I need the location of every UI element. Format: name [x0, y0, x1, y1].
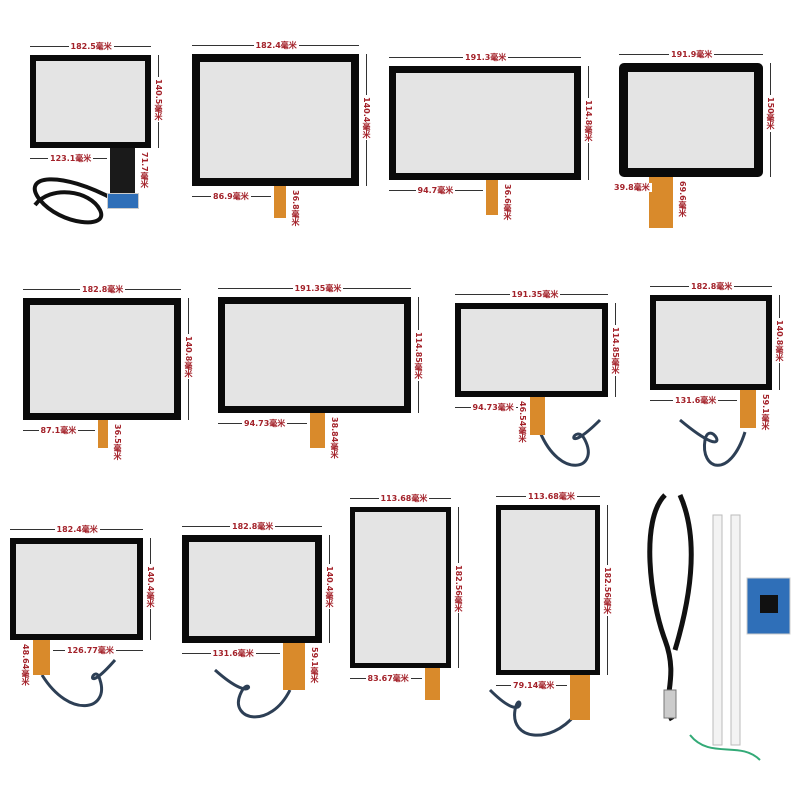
fpc-connector [33, 640, 50, 675]
touch-panel [192, 54, 359, 186]
fpc-connector [98, 420, 108, 448]
usb-cable-accessory-icon [647, 493, 694, 722]
offset-label: 87.1毫米 [38, 426, 79, 435]
offset-label: 39.8毫米 [612, 183, 652, 192]
width-label: 182.4毫米 [54, 525, 100, 534]
width-label: 191.35毫米 [292, 284, 344, 293]
touch-glass [355, 512, 446, 663]
height-label: 114.8毫米 [584, 98, 593, 144]
height-label: 182.56毫米 [454, 562, 463, 614]
touch-panel [182, 535, 322, 643]
height-label: 140.4毫米 [146, 564, 155, 610]
usb-cable-icon [538, 418, 602, 467]
fpc-connector [486, 180, 498, 215]
offset-label: 126.77毫米 [65, 646, 116, 655]
width-label: 113.68毫米 [378, 494, 430, 503]
offset-label: 83.67毫米 [365, 674, 411, 683]
fpc-connector [740, 390, 756, 428]
height-label: 140.4毫米 [362, 95, 371, 141]
controller-board [107, 193, 139, 209]
fpc-connector [425, 668, 440, 700]
offset-label: 94.73毫米 [470, 403, 516, 412]
touch-panel [350, 507, 451, 668]
offset-label: 131.6毫米 [210, 649, 256, 658]
ffc-ribbon-icon [712, 514, 723, 746]
touch-panel [455, 303, 608, 397]
touch-glass [189, 542, 315, 636]
width-label: 182.8毫米 [80, 285, 126, 294]
tail-length-label: 36.6毫米 [503, 182, 512, 222]
touch-glass [30, 305, 174, 413]
offset-label: 123.1毫米 [48, 154, 94, 163]
touch-glass [461, 309, 602, 391]
touch-glass [200, 62, 351, 178]
tail-length-label: 48.64毫米 [21, 642, 30, 688]
height-label: 140.8毫米 [184, 334, 193, 380]
touch-glass [36, 61, 145, 142]
height-label: 114.85毫米 [414, 330, 423, 381]
usb-cable-icon [40, 659, 117, 708]
usb-plug-icon [663, 689, 677, 719]
touch-panel [23, 298, 181, 420]
fpc-connector [274, 186, 286, 218]
offset-label: 86.9毫米 [211, 192, 251, 201]
width-label: 182.8毫米 [230, 522, 276, 531]
tail-length-label: 46.54毫米 [518, 399, 527, 445]
fpc-connector [310, 413, 325, 448]
height-label: 150毫米 [766, 95, 775, 132]
tail-length-label: 59.1毫米 [761, 392, 770, 432]
width-label: 182.8毫米 [689, 282, 735, 291]
touch-panel [619, 63, 763, 177]
touch-glass [628, 72, 754, 168]
touch-glass [225, 304, 404, 406]
tail-length-label: 71.7毫米 [140, 150, 149, 190]
tail-length-label: 59.1毫米 [310, 645, 319, 685]
touch-panel [496, 505, 600, 675]
height-label: 114.85毫米 [611, 325, 620, 376]
width-label: 182.5毫米 [68, 42, 114, 51]
fpc-connector [530, 397, 545, 435]
offset-label: 79.14毫米 [511, 681, 557, 690]
offset-label: 94.73毫米 [242, 419, 288, 428]
height-label: 140.5毫米 [154, 76, 163, 122]
fpc-connector [649, 177, 673, 228]
touch-panel [218, 297, 411, 413]
fpc-connector [570, 675, 590, 720]
offset-label: 94.7毫米 [415, 186, 456, 195]
width-label: 191.35毫米 [509, 290, 561, 299]
width-label: 191.9毫米 [669, 50, 715, 59]
tail-length-label: 36.8毫米 [291, 188, 300, 228]
touch-panel [30, 55, 151, 148]
touch-panel [650, 295, 772, 390]
touch-glass [501, 510, 595, 670]
tail-length-label: 69.6毫米 [678, 179, 687, 219]
height-label: 182.56毫米 [603, 565, 612, 616]
touch-glass [656, 301, 766, 384]
height-label: 140.4毫米 [325, 564, 334, 610]
width-label: 191.3毫米 [463, 53, 509, 62]
fpc-connector [283, 643, 305, 690]
fpc-connector [110, 148, 135, 198]
offset-label: 131.6毫米 [673, 396, 719, 405]
touch-glass [16, 544, 137, 634]
width-label: 113.68毫米 [526, 492, 577, 501]
width-label: 182.4毫米 [253, 41, 299, 50]
usb-cable-icon [679, 418, 747, 467]
wire-harness-icon [689, 734, 761, 761]
usb-cable-icon [32, 177, 116, 225]
touch-glass [396, 73, 574, 173]
touch-panel [10, 538, 143, 640]
chip-icon [760, 595, 778, 613]
tail-length-label: 38.84毫米 [330, 415, 339, 461]
ffc-ribbon-icon [730, 514, 741, 746]
usb-cable-icon [488, 688, 577, 737]
touch-panel [389, 66, 581, 180]
height-label: 140.8毫米 [775, 317, 784, 363]
tail-length-label: 36.5毫米 [113, 422, 122, 462]
usb-cable-icon [214, 668, 292, 719]
